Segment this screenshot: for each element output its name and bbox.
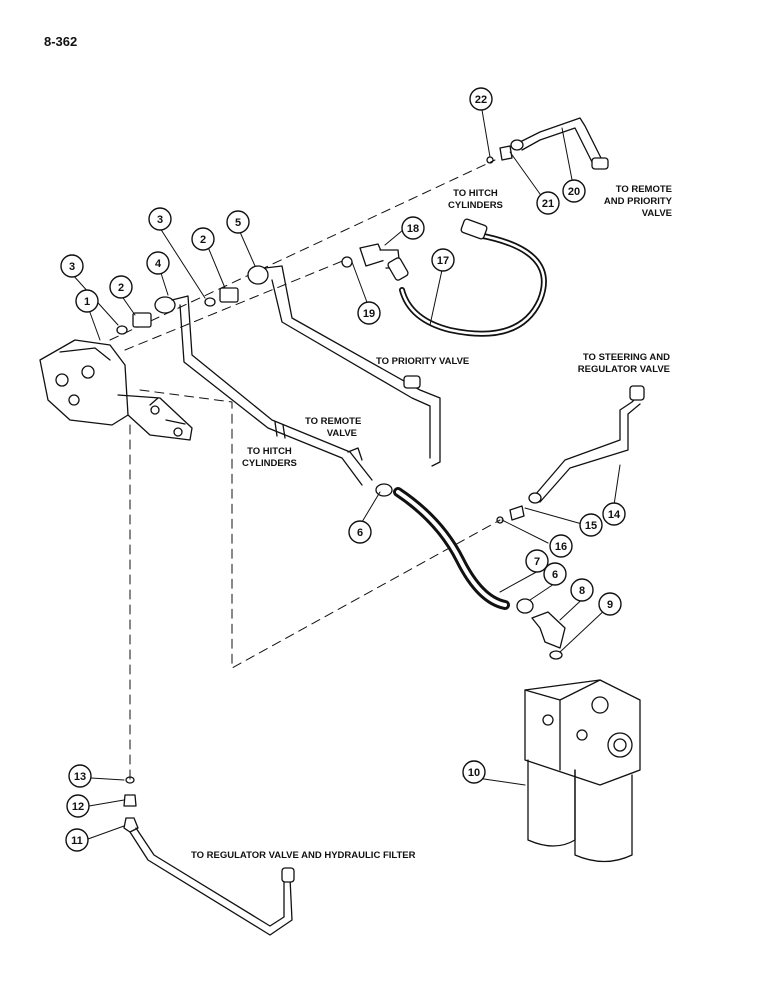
label-to-regulator-valve-and-hydraulic-filter: TO REGULATOR VALVE AND HYDRAULIC FILTER: [191, 850, 416, 861]
callout-17: 17: [431, 248, 455, 272]
callout-7: 7: [525, 549, 549, 573]
svg-text:13: 13: [74, 771, 86, 783]
callout-22: 22: [469, 87, 493, 111]
svg-text:2: 2: [200, 234, 206, 246]
callout-12: 12: [66, 794, 90, 818]
label-to-remote-and-priority-valve: TO REMOTE AND PRIORITY VALVE: [603, 184, 672, 219]
svg-text:10: 10: [468, 767, 480, 779]
tube-14: [496, 385, 645, 524]
svg-text:12: 12: [72, 801, 84, 813]
svg-text:8: 8: [579, 585, 585, 597]
svg-text:19: 19: [363, 308, 375, 320]
callout-9: 9: [598, 592, 622, 616]
label-to-priority-valve: TO PRIORITY VALVE: [376, 356, 470, 367]
callout-18: 18: [401, 216, 425, 240]
svg-text:3: 3: [69, 261, 75, 273]
label-to-hitch-cylinders-mid: TO HITCH CYLINDERS: [242, 446, 297, 469]
callout-13: 13: [68, 764, 92, 788]
svg-text:17: 17: [437, 255, 449, 267]
callout-1: 1: [75, 289, 99, 313]
svg-text:6: 6: [552, 569, 558, 581]
callout-2b: 2: [191, 227, 215, 251]
label-to-remote-valve: TO REMOTE VALVE: [305, 416, 362, 439]
svg-text:2: 2: [118, 282, 124, 294]
callout-19: 19: [357, 301, 381, 325]
callout-3a: 3: [60, 254, 84, 278]
hose-17: [387, 218, 547, 337]
callout-5: 5: [226, 210, 250, 234]
tube-5: [264, 265, 441, 467]
svg-text:11: 11: [71, 835, 83, 847]
svg-text:6: 6: [357, 527, 363, 539]
svg-text:9: 9: [607, 599, 613, 611]
tube-4: [171, 295, 373, 486]
elbow-fitting-8: [531, 611, 566, 660]
hydraulic-filter-assembly: [524, 679, 641, 863]
callout-3b: 3: [148, 207, 172, 231]
label-to-steering-and-regulator-valve: TO STEERING AND REGULATOR VALVE: [577, 352, 670, 375]
callout-21: 21: [536, 191, 560, 215]
svg-text:3: 3: [157, 214, 163, 226]
page-number: 8-362: [44, 34, 78, 49]
svg-text:4: 4: [155, 258, 162, 270]
control-valve-assembly: [39, 339, 193, 441]
svg-text:1: 1: [84, 296, 90, 308]
callout-16: 16: [549, 534, 573, 558]
svg-text:21: 21: [542, 198, 554, 210]
hose-7: [375, 483, 534, 614]
label-to-hitch-cylinders-top: TO HITCH CYLINDERS: [448, 188, 503, 211]
callout-10: 10: [462, 760, 486, 784]
callout-8: 8: [570, 578, 594, 602]
callout-markers: 1 2 2 3 3 4 5 6 6 7 8 9 10 11 12 13 14 1…: [60, 87, 626, 852]
svg-text:14: 14: [608, 509, 621, 521]
callout-2a: 2: [109, 275, 133, 299]
callout-6a: 6: [348, 520, 372, 544]
tube-11: [123, 776, 295, 936]
callout-6b: 6: [543, 562, 567, 586]
callout-14: 14: [602, 502, 626, 526]
alignment-lines: [109, 159, 501, 781]
svg-text:22: 22: [475, 94, 487, 106]
tube-20: [486, 117, 609, 170]
svg-text:16: 16: [555, 541, 567, 553]
svg-text:7: 7: [534, 556, 540, 568]
svg-text:18: 18: [407, 223, 419, 235]
svg-text:15: 15: [585, 520, 597, 532]
svg-text:5: 5: [235, 217, 241, 229]
callout-15: 15: [579, 513, 603, 537]
callout-4: 4: [146, 251, 170, 275]
callout-20: 20: [562, 179, 586, 203]
callout-11: 11: [65, 828, 89, 852]
svg-text:20: 20: [568, 186, 580, 198]
